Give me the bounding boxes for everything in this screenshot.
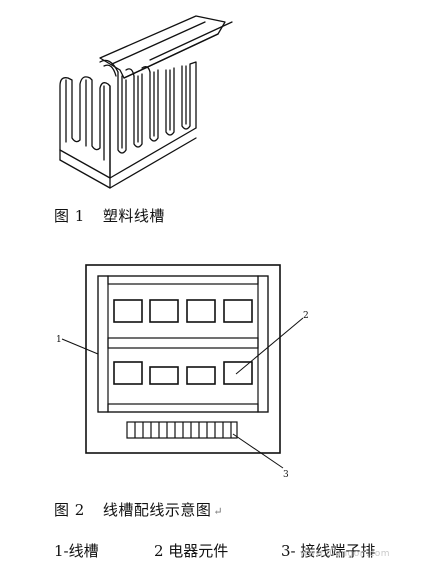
duct-bottom	[107, 403, 259, 413]
callout-1: 1	[56, 335, 62, 345]
component	[223, 361, 253, 385]
duct-right-wall-fingers	[109, 61, 197, 179]
component	[186, 366, 216, 385]
component	[113, 299, 143, 323]
callout-2: 2	[303, 311, 309, 321]
legend-item-duct: 1-线槽	[54, 542, 99, 560]
leader-line-3	[232, 433, 284, 469]
plastic-wire-duct-illustration	[59, 15, 233, 189]
figure-1-number: 图 1	[54, 207, 85, 225]
component	[186, 299, 216, 323]
legend-item-terminal-block: 3- 接线端子排	[281, 542, 376, 560]
component	[149, 299, 179, 323]
return-mark: ↵	[213, 505, 224, 518]
callout-3: 3	[283, 470, 289, 480]
leader-line-1	[61, 338, 99, 355]
duct-left-wall-fingers	[59, 76, 111, 179]
figure-2-title: 线槽配线示意图	[102, 501, 212, 519]
component	[223, 299, 253, 323]
figure-1-title: 塑料线槽	[102, 207, 165, 225]
duct-cover	[99, 15, 226, 79]
leader-line-2	[235, 317, 304, 375]
legend-item-component: 2 电器元件	[154, 542, 229, 560]
cabinet-panel	[85, 264, 281, 454]
duct-right	[257, 275, 269, 413]
mounting-plate	[97, 275, 269, 413]
wiring-diagram	[61, 264, 304, 469]
figure-2-number: 图 2	[54, 501, 85, 519]
figure-2-caption: 图 2 线槽配线示意图↵	[54, 499, 223, 520]
terminal-block	[126, 421, 238, 439]
duct-top	[107, 275, 259, 285]
duct-middle	[107, 337, 259, 349]
duct-left	[97, 275, 109, 413]
watermark: www.diangon.com	[300, 549, 391, 559]
component	[149, 366, 179, 385]
component	[113, 361, 143, 385]
figure-1-caption: 图 1 塑料线槽	[54, 205, 165, 226]
